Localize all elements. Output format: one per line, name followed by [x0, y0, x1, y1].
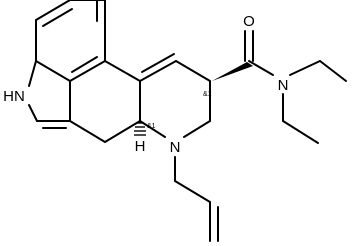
bond [104, 120, 141, 143]
bond [319, 60, 347, 82]
stereo-bond-hash [134, 122, 146, 136]
stereo-label-c5: &1 [147, 123, 156, 130]
atom-label-oxygen: O [243, 13, 255, 30]
atom-label-amide-nitrogen: N [278, 77, 289, 94]
bond [35, 0, 71, 21]
bond [28, 60, 37, 87]
stereo-label-c8: &1 [203, 91, 212, 98]
stereo-bond-wedge [212, 62, 253, 81]
atom-label-stereo-hydrogen: H [135, 138, 146, 155]
bond [174, 180, 211, 203]
bond [69, 60, 106, 82]
bond [35, 60, 71, 82]
bond [141, 53, 175, 73]
bond [175, 60, 211, 82]
bond [139, 60, 177, 82]
bond [289, 60, 321, 76]
bond [71, 56, 98, 73]
bond [28, 104, 38, 122]
bonds [28, 0, 347, 242]
bond [282, 120, 319, 144]
bond [183, 120, 211, 138]
bond [248, 60, 274, 76]
bond [104, 60, 141, 82]
bond [69, 120, 106, 143]
bond [139, 120, 166, 138]
atom-label-ring-nitrogen: N [170, 139, 181, 156]
bond [42, 8, 73, 27]
atom-label-indole-nh: HN [3, 88, 25, 105]
